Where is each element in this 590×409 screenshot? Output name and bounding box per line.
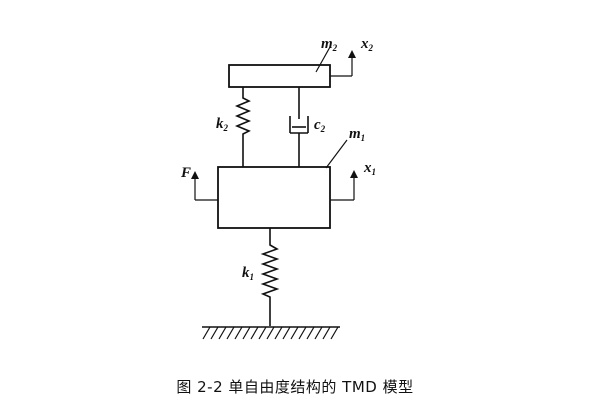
label-x1: x1 [363,160,376,177]
label-k2: k2 [216,116,229,133]
ground-hatch [274,326,283,340]
m2-pointer [315,46,331,73]
label-c2: c2 [314,117,326,134]
figure-caption: 图 2-2 单自由度结构的 TMD 模型 [176,378,414,396]
ground-hatch [314,326,323,340]
ground-hatch [322,326,331,340]
ground-hatch [306,326,315,340]
ground-hatch [330,326,339,340]
ground-hatch [282,326,291,340]
spring-k2 [234,87,252,167]
ground [202,326,340,340]
mass-m2 [228,64,331,88]
x2-arrow [330,50,356,77]
ground-hatch [298,326,307,340]
ground-hatch [242,326,251,340]
spring-k1 [260,228,280,326]
ground-hatch [290,326,299,340]
force-f-arrow [191,171,218,201]
ground-hatch [250,326,259,340]
ground-hatch [258,326,267,340]
ground-hatch [218,326,227,340]
ground-hatch [226,326,235,340]
label-k1: k1 [242,265,254,282]
label-m1: m1 [349,126,365,143]
ground-hatch [234,326,243,340]
mass-m1 [217,166,331,229]
ground-hatch [202,326,211,340]
label-f: F [180,165,191,181]
ground-hatch [266,326,275,340]
m1-pointer [325,139,348,169]
label-m2: m2 [321,36,338,53]
damper-c2 [289,87,309,167]
label-x2: x2 [360,36,374,53]
x1-arrow [330,170,358,201]
ground-hatch [210,326,219,340]
